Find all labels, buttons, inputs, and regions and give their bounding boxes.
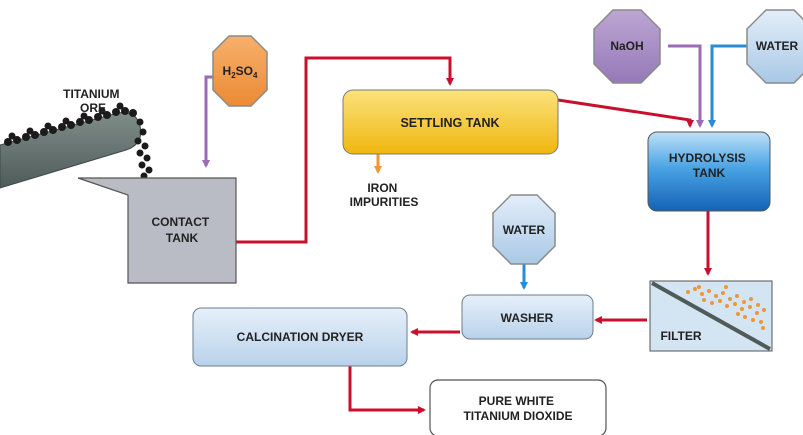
calcination-dryer: CALCINATION DRYER [192, 307, 408, 367]
calcination-dryer-label: CALCINATION DRYER [237, 330, 364, 344]
settling-tank: SETTLING TANK [342, 89, 559, 155]
filter: FILTER [649, 280, 773, 352]
water-mid-source: WATER [492, 194, 556, 265]
water-mid-label: WATER [503, 223, 546, 237]
naoh-feed-arrow [668, 44, 704, 128]
water-top-label: WATER [756, 39, 799, 53]
ore-conveyor [0, 102, 153, 189]
iron-impurities-label: IRON IMPURITIES [350, 181, 419, 209]
filter-particles [686, 285, 766, 330]
water-top-feed-arrow [708, 44, 748, 128]
ore-label: TITANIUM ORE [63, 87, 123, 115]
settling-tank-label: SETTLING TANK [400, 116, 499, 130]
product-box: PURE WHITE TITANIUM DIOXIDE [429, 379, 607, 435]
hydrolysis-tank-label: HYDROLYSIS TANK [669, 151, 749, 180]
product-label: PURE WHITE TITANIUM DIOXIDE [463, 394, 572, 423]
h2so4-reagent: H2SO4 [212, 35, 268, 107]
h2so4-label: H2SO4 [223, 64, 258, 80]
filter-label: FILTER [660, 329, 701, 343]
washer: WASHER [461, 294, 594, 340]
hydrolysis-tank: HYDROLYSIS TANK [647, 131, 771, 212]
calcination-to-product-arrow [348, 366, 426, 414]
washer-label: WASHER [501, 311, 554, 325]
contact-to-settling-arrow [236, 56, 454, 244]
water-top-source: WATER [746, 9, 803, 84]
contact-tank: CONTACT TANK [77, 177, 237, 284]
contact-tank-label: CONTACT TANK [151, 215, 212, 245]
naoh-label: NaOH [610, 39, 643, 53]
settling-to-hydrolysis-arrow [557, 98, 694, 128]
naoh-reagent: NaOH [593, 9, 661, 84]
